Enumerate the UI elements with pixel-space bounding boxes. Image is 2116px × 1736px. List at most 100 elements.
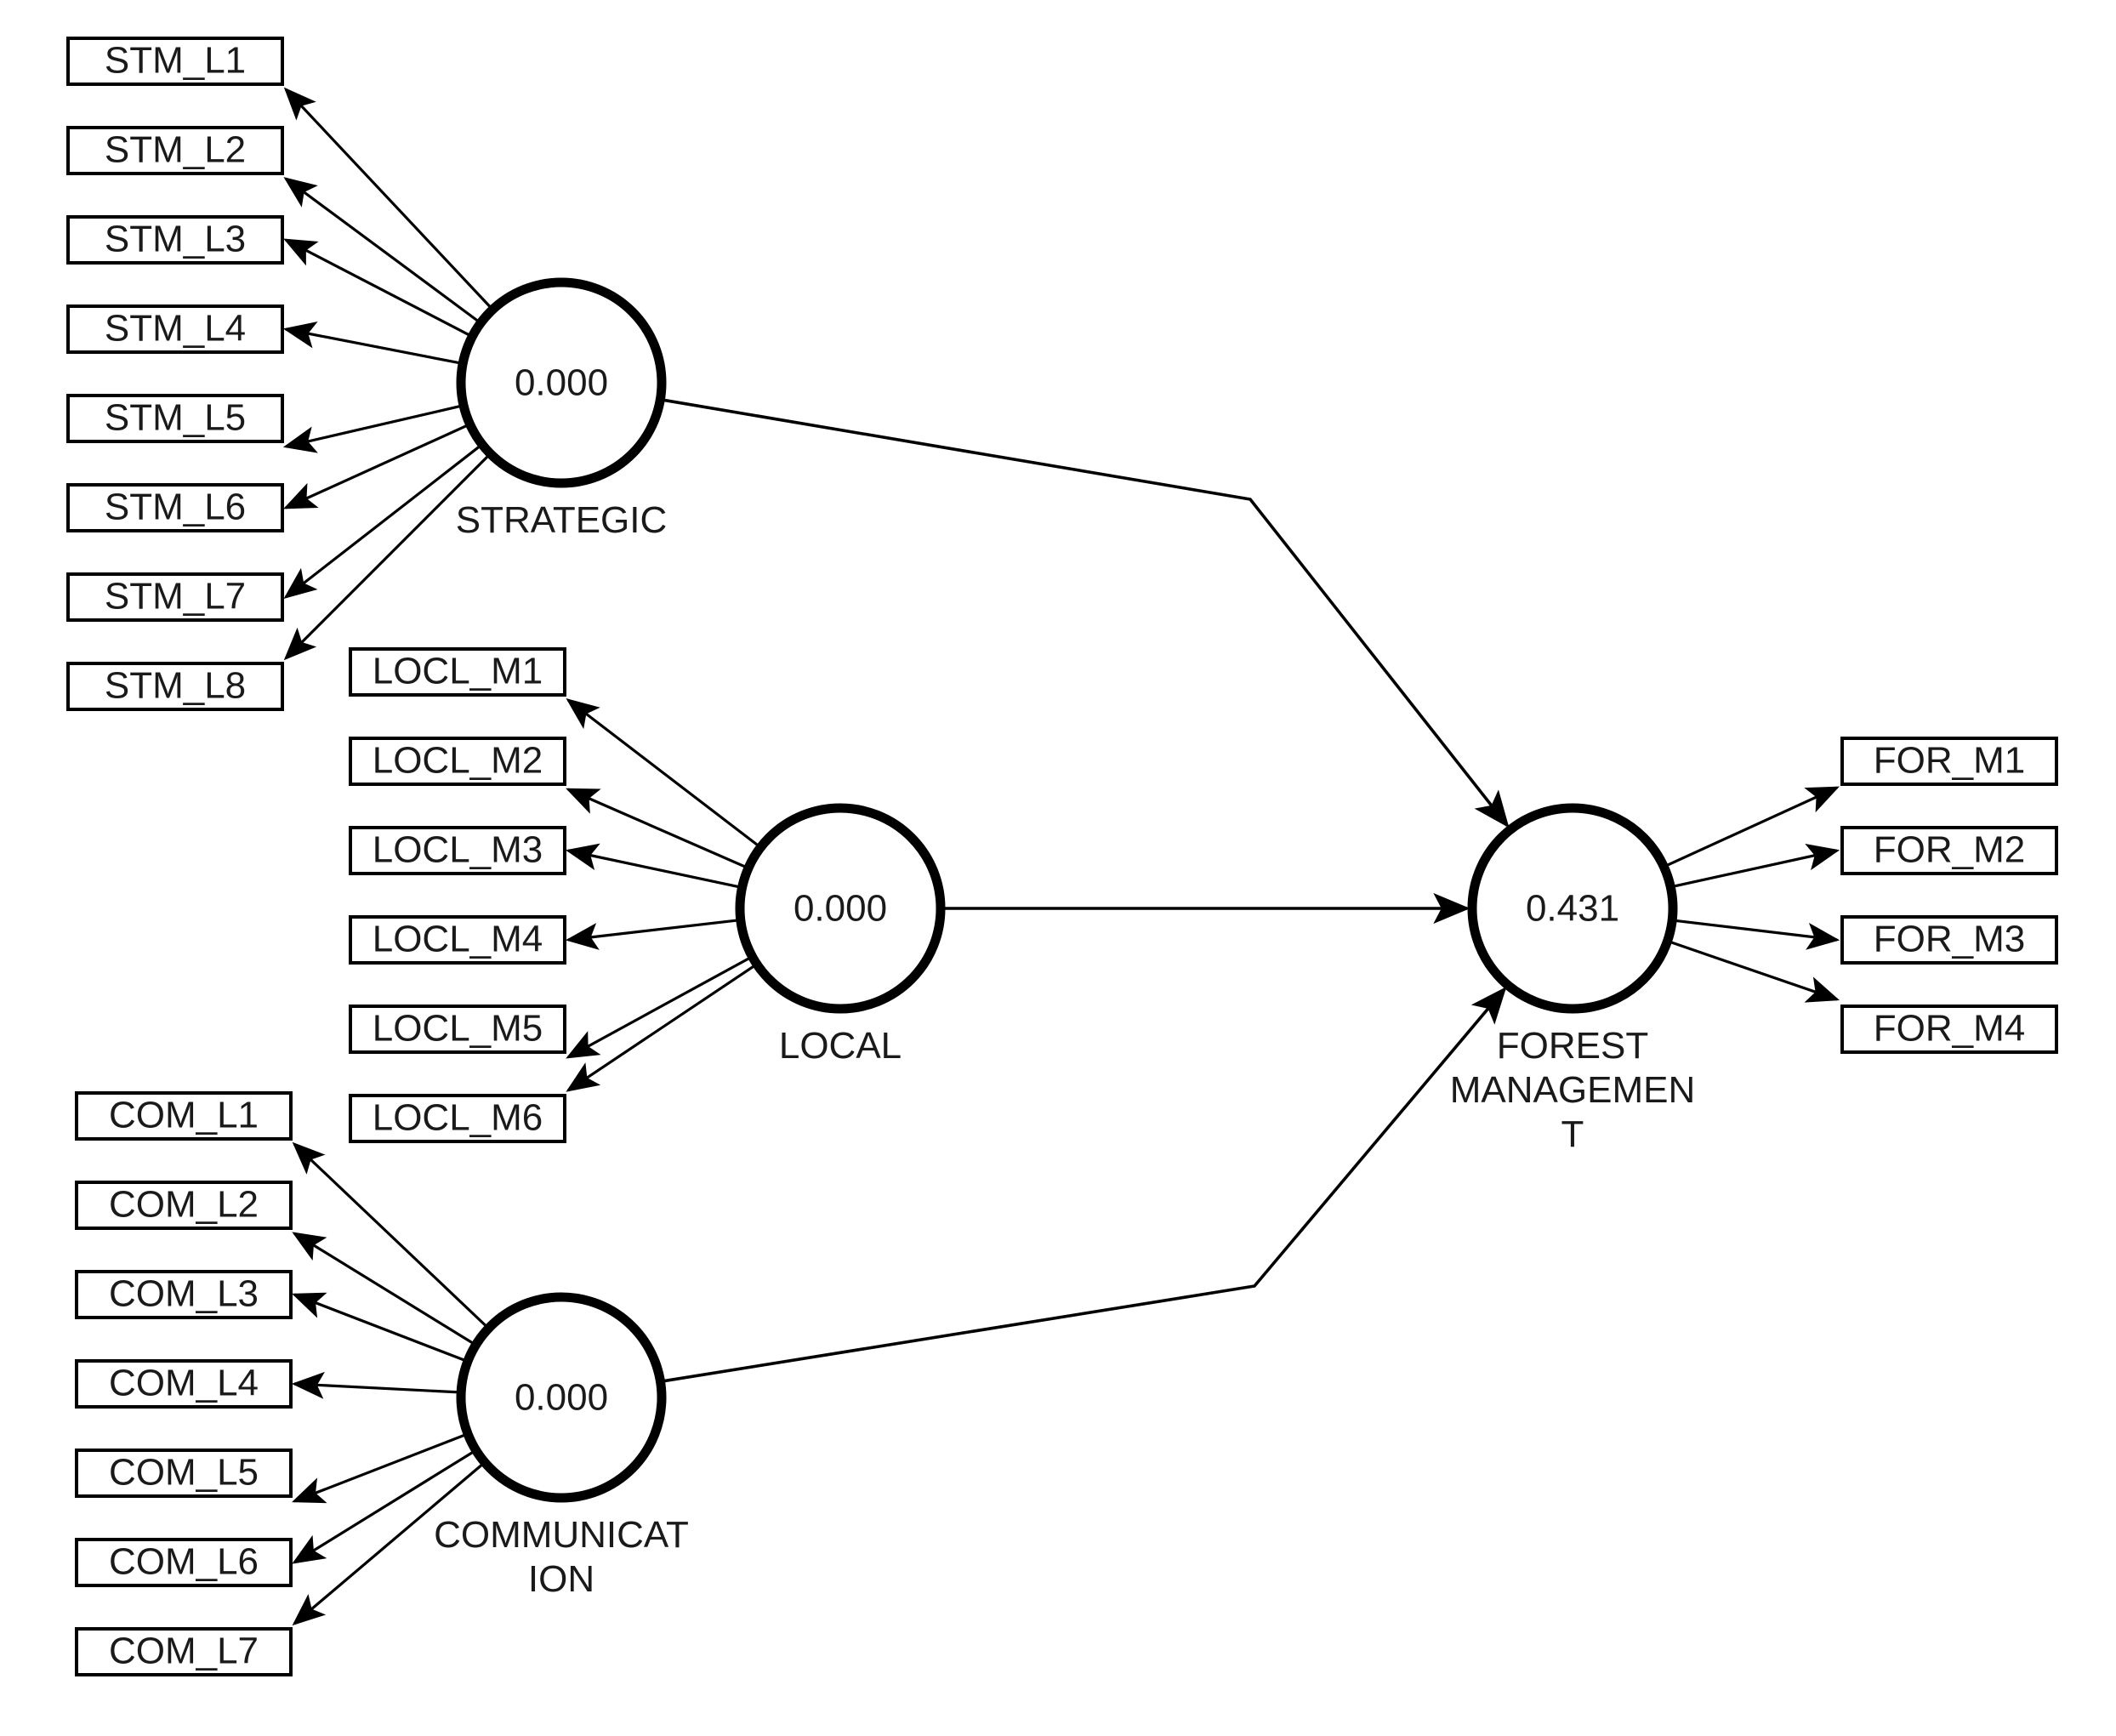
- indicator-label: STM_L3: [105, 219, 246, 260]
- indicator-label: FOR_M1: [1874, 740, 2025, 782]
- construct-name: STRATEGIC: [456, 499, 668, 541]
- indicator-label: COM_L5: [109, 1452, 259, 1494]
- indicator-rect: [75, 1359, 293, 1409]
- indicator-rect: [1840, 826, 2058, 875]
- indicator-box: FOR_M2: [1840, 826, 2058, 875]
- indicator-box: LOCL_M2: [349, 737, 566, 786]
- indicator-rect: [66, 572, 284, 622]
- indicator-rect: [75, 1091, 293, 1141]
- indicator-rect: [75, 1627, 293, 1676]
- construct-circle: [1467, 803, 1678, 1014]
- indicator-label: LOCL_M4: [373, 919, 543, 960]
- indicator-rect: [349, 1005, 566, 1054]
- loading-arrow: [282, 404, 463, 453]
- indicator-label: FOR_M3: [1874, 919, 2025, 960]
- construct-value: 0.431: [1526, 888, 1619, 930]
- indicator-rect: [349, 737, 566, 786]
- loading-arrow: [292, 1449, 475, 1564]
- indicator-label: FOR_M4: [1874, 1008, 2025, 1050]
- loading-arrow: [292, 1462, 485, 1626]
- loading-arrow: [566, 788, 748, 869]
- indicator-box: LOCL_M1: [349, 647, 566, 697]
- indicator-label: COM_L7: [109, 1631, 259, 1672]
- indicator-box: LOCL_M5: [349, 1005, 566, 1054]
- indicator-box: FOR_M1: [1840, 737, 2058, 786]
- indicator-box: STM_L7: [66, 572, 284, 622]
- loading-arrow: [565, 843, 741, 889]
- loading-arrow: [283, 444, 482, 599]
- loading-arrow: [282, 322, 462, 365]
- loading-arrow: [1671, 843, 1840, 888]
- construct-value: 0.000: [515, 1377, 608, 1419]
- loading-arrow: [1668, 940, 1840, 1003]
- structural-path-strategic-to-forest_management: [662, 398, 1510, 828]
- indicator-rect: [75, 1538, 293, 1587]
- indicator-box: STM_L8: [66, 662, 284, 711]
- indicator-label: STM_L4: [105, 308, 246, 350]
- indicator-box: COM_L3: [75, 1270, 293, 1319]
- indicator-rect: [1840, 737, 2058, 786]
- construct-circle: [735, 803, 946, 1014]
- loading-arrow: [283, 453, 491, 661]
- indicator-rect: [75, 1181, 293, 1230]
- indicator-box: COM_L6: [75, 1538, 293, 1587]
- indicator-box: STM_L1: [66, 37, 284, 86]
- indicator-label: COM_L3: [109, 1273, 259, 1315]
- indicator-rect: [66, 126, 284, 175]
- indicator-box: COM_L1: [75, 1091, 293, 1141]
- loading-arrow: [291, 1371, 460, 1399]
- indicator-box: COM_L5: [75, 1449, 293, 1498]
- indicator-box: STM_L3: [66, 215, 284, 265]
- indicator-label: FOR_M2: [1874, 829, 2025, 871]
- indicator-rect: [66, 483, 284, 532]
- indicator-rect: [75, 1270, 293, 1319]
- indicator-rect: [66, 305, 284, 354]
- loading-arrow: [283, 238, 472, 338]
- loading-arrow: [283, 424, 469, 509]
- indicator-box: LOCL_M4: [349, 915, 566, 965]
- loading-arrow: [566, 956, 752, 1059]
- indicator-rect: [66, 215, 284, 265]
- indicator-rect: [66, 394, 284, 443]
- loading-arrow: [283, 87, 493, 310]
- indicator-rect: [349, 915, 566, 965]
- indicator-label: LOCL_M6: [373, 1097, 543, 1139]
- loading-arrow: [566, 964, 757, 1092]
- construct-value: 0.000: [515, 362, 608, 404]
- loading-arrow: [292, 1232, 475, 1346]
- indicator-box: COM_L4: [75, 1359, 293, 1409]
- indicator-label: LOCL_M1: [373, 651, 543, 692]
- indicator-label: LOCL_M2: [373, 740, 543, 782]
- loading-arrow: [283, 177, 481, 323]
- construct-circle: [456, 277, 667, 488]
- indicator-label: STM_L5: [105, 397, 246, 439]
- indicator-rect: [66, 662, 284, 711]
- loading-arrow: [292, 1292, 467, 1363]
- indicator-rect: [1840, 1005, 2058, 1054]
- indicator-label: STM_L2: [105, 129, 246, 171]
- indicator-label: LOCL_M5: [373, 1008, 543, 1050]
- indicator-label: STM_L6: [105, 487, 246, 528]
- indicator-label: COM_L6: [109, 1541, 259, 1583]
- indicator-box: COM_L7: [75, 1627, 293, 1676]
- indicator-box: LOCL_M3: [349, 826, 566, 875]
- indicator-box: STM_L2: [66, 126, 284, 175]
- structural-path-communication-to-forest_management: [663, 987, 1507, 1383]
- indicator-label: COM_L2: [109, 1184, 259, 1226]
- indicator-label: COM_L4: [109, 1363, 259, 1404]
- indicator-box-layer: STM_L1STM_L2STM_L3STM_L4STM_L5STM_L6STM_…: [66, 37, 2058, 1676]
- loading-arrow: [566, 698, 760, 848]
- indicator-box: STM_L5: [66, 394, 284, 443]
- loading-arrow: [1674, 919, 1840, 950]
- construct-value: 0.000: [794, 888, 887, 930]
- indicator-label: STM_L8: [105, 665, 246, 707]
- indicator-label: STM_L7: [105, 576, 246, 618]
